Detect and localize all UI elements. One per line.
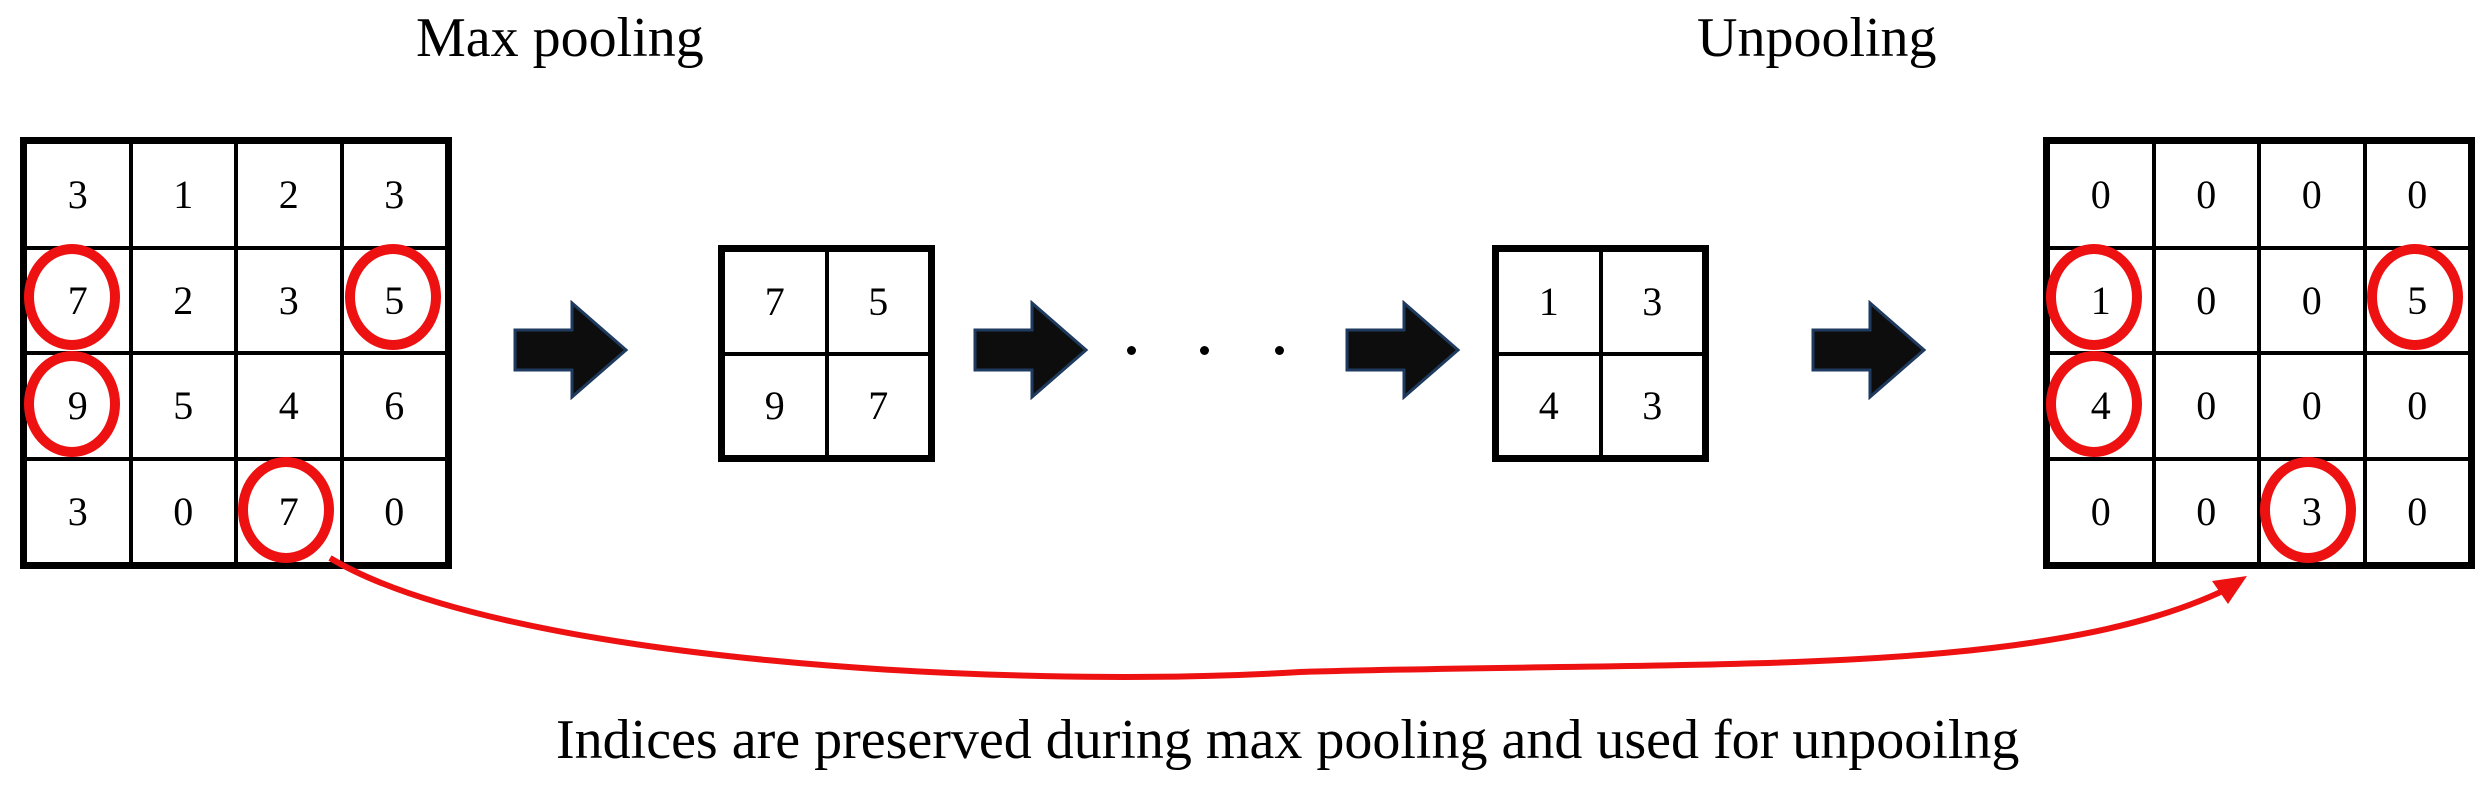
matrix-cell: 1 bbox=[130, 142, 236, 248]
matrix-cell: 3 bbox=[236, 247, 342, 353]
right-arrow-icon bbox=[513, 300, 629, 400]
matrix-cell: 0 bbox=[2153, 142, 2259, 248]
matrix-cell: 5 bbox=[826, 250, 930, 354]
ellipsis-dot bbox=[1275, 346, 1284, 355]
max-pooling-title: Max pooling bbox=[416, 7, 704, 69]
matrix-cell: 3 bbox=[25, 458, 131, 564]
ellipsis-dot bbox=[1200, 346, 1209, 355]
matrix-cell: 0 bbox=[2153, 458, 2259, 564]
matrix-cell: 7 bbox=[723, 250, 827, 354]
matrix-cell: 3 bbox=[1600, 250, 1704, 354]
pooled-matrix: 7 5 9 7 bbox=[718, 245, 935, 462]
matrix-cell: 0 bbox=[130, 458, 236, 564]
matrix-cell: 1 bbox=[1497, 250, 1601, 354]
matrix-cell: 7 bbox=[826, 353, 930, 457]
right-arrow-icon bbox=[973, 300, 1089, 400]
matrix-cell: 0 bbox=[341, 458, 447, 564]
right-arrow-icon bbox=[1811, 300, 1927, 400]
highlight-circle bbox=[2046, 351, 2142, 457]
input-matrix: 3 1 2 3 7 2 3 5 9 5 4 6 3 0 7 0 bbox=[20, 137, 452, 569]
matrix-cell: 0 bbox=[2364, 353, 2470, 459]
matrix-cell: 0 bbox=[2153, 353, 2259, 459]
matrix-cell: 0 bbox=[2364, 458, 2470, 564]
highlight-circle bbox=[2046, 244, 2142, 350]
matrix-cell: 9 bbox=[723, 353, 827, 457]
highlight-circle bbox=[345, 244, 441, 350]
matrix-cell: 2 bbox=[130, 247, 236, 353]
matrix-cell: 5 bbox=[130, 353, 236, 459]
matrix-cell: 4 bbox=[1497, 353, 1601, 457]
matrix-cell: 0 bbox=[2048, 458, 2154, 564]
matrix-cell: 0 bbox=[2259, 247, 2365, 353]
arrowhead-icon bbox=[2212, 576, 2247, 604]
highlight-circle bbox=[2260, 457, 2356, 563]
caption: Indices are preserved during max pooling… bbox=[556, 709, 2020, 771]
matrix-cell: 2 bbox=[236, 142, 342, 248]
matrix-cell: 3 bbox=[1600, 353, 1704, 457]
highlight-circle bbox=[24, 351, 120, 457]
unpooling-title: Unpooling bbox=[1697, 7, 1937, 69]
right-arrow-icon bbox=[1345, 300, 1461, 400]
matrix-cell: 0 bbox=[2153, 247, 2259, 353]
highlight-circle bbox=[2367, 244, 2463, 350]
highlight-circle bbox=[238, 457, 334, 563]
matrix-cell: 0 bbox=[2259, 142, 2365, 248]
highlight-circle bbox=[24, 244, 120, 350]
matrix-cell: 6 bbox=[341, 353, 447, 459]
ellipsis-dot bbox=[1127, 346, 1136, 355]
pre-unpool-matrix: 1 3 4 3 bbox=[1492, 245, 1709, 462]
